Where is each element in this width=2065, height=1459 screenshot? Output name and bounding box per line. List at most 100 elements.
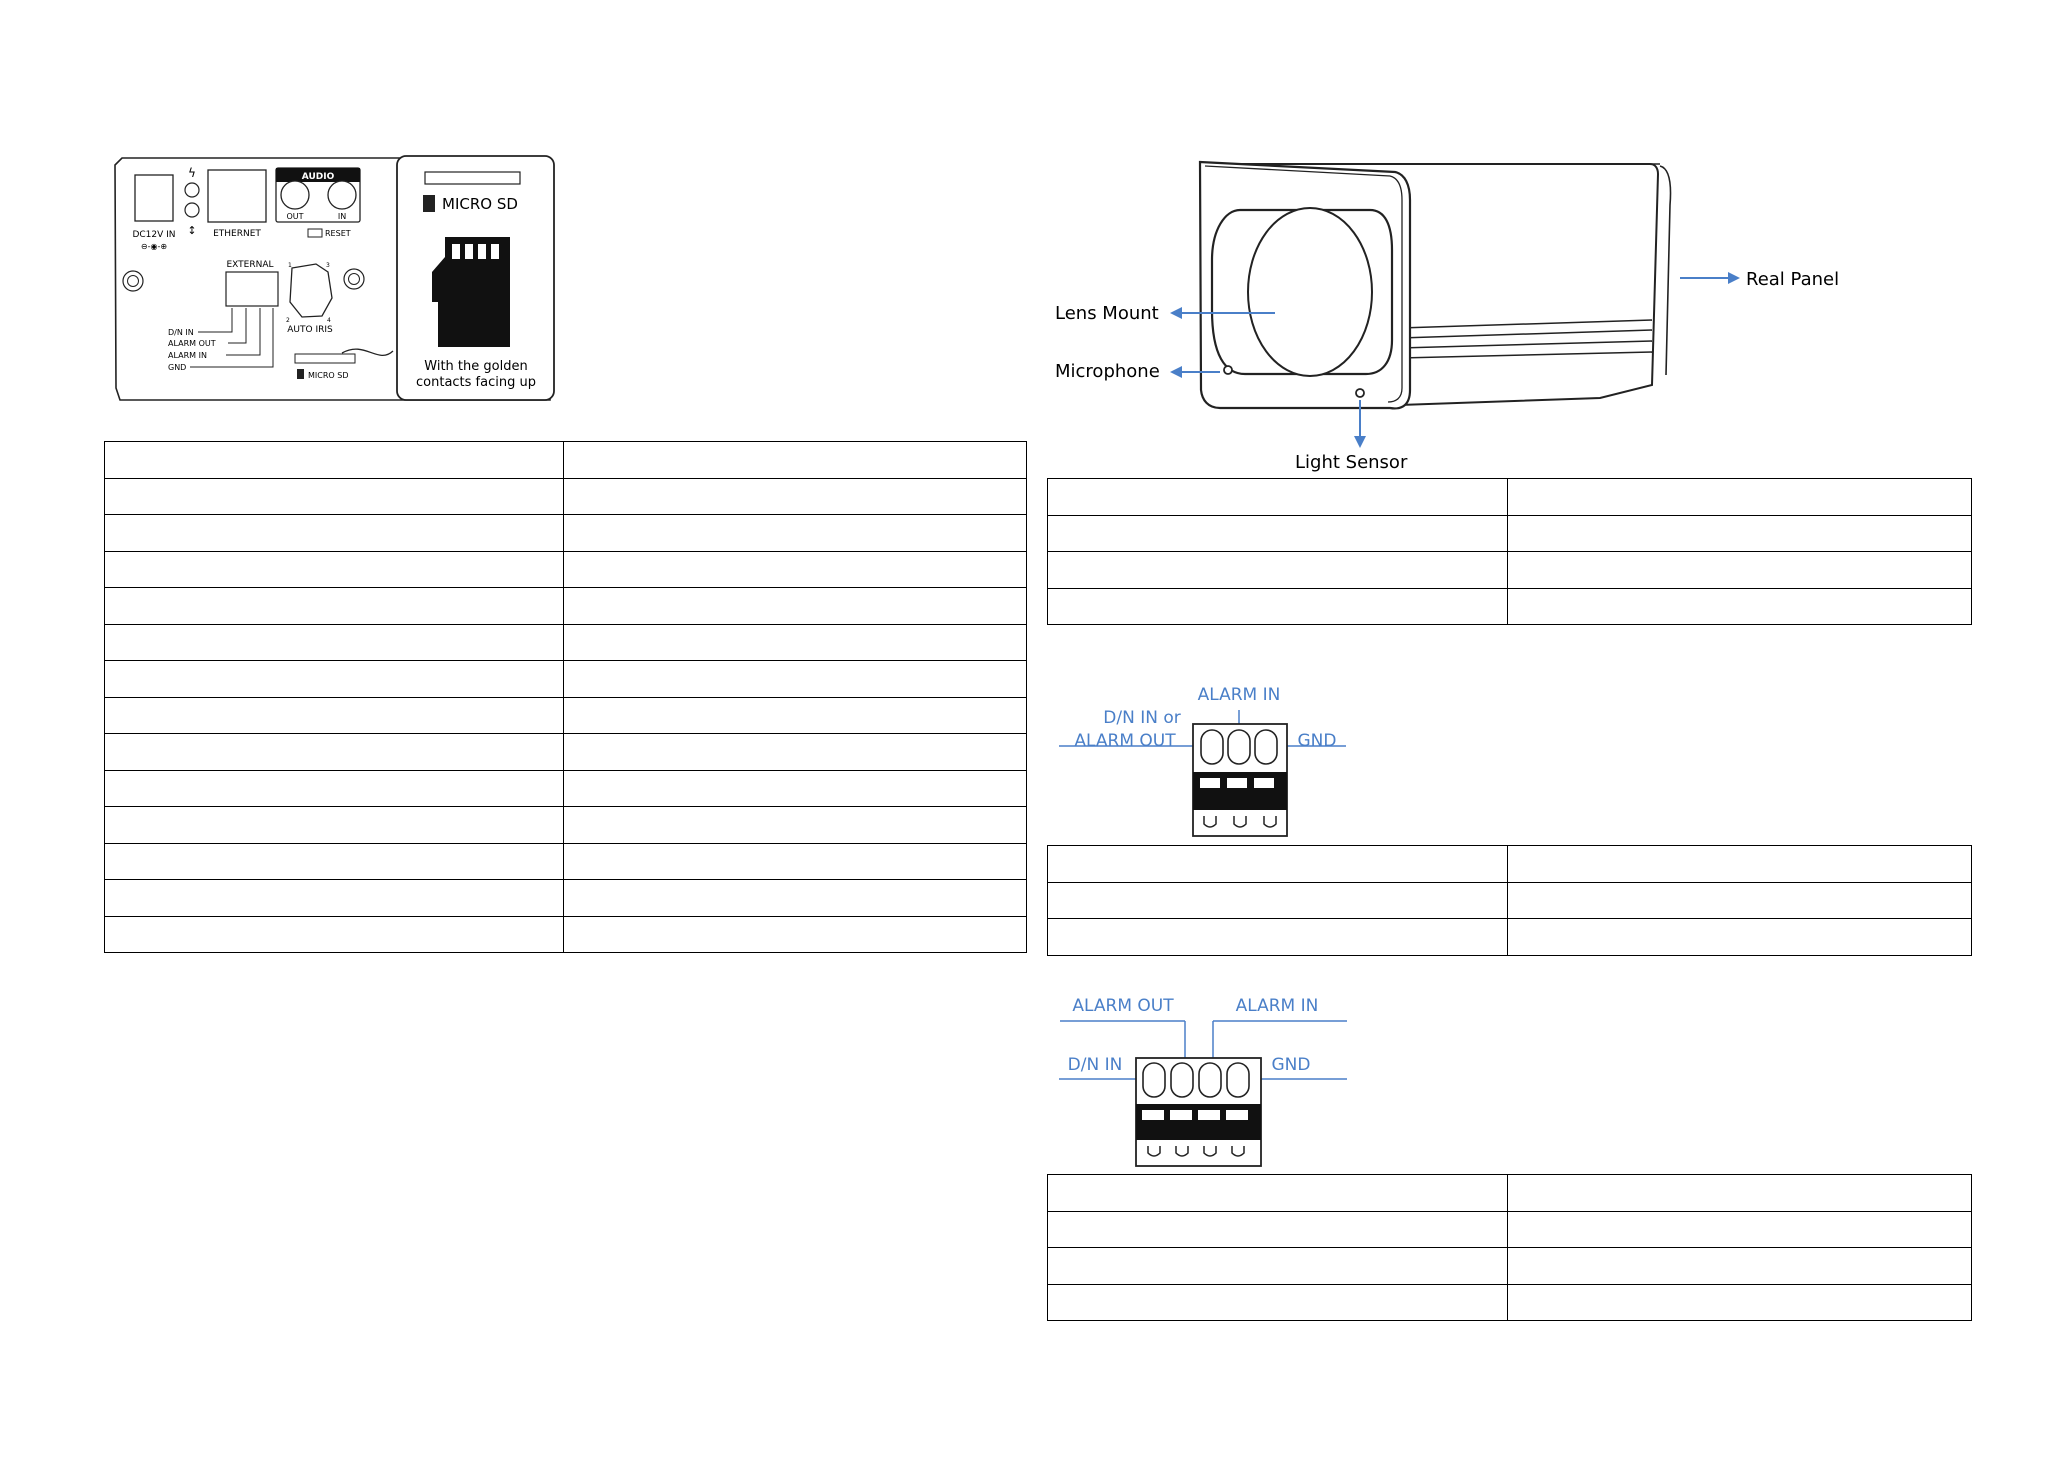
table-row	[104, 733, 1027, 771]
power-label: DC12V IN	[132, 230, 175, 240]
table-cell	[1047, 551, 1508, 589]
table-cell	[563, 477, 1027, 515]
table-cell	[563, 733, 1027, 771]
micro-sd-slot-label: MICRO SD	[308, 371, 348, 380]
power-polarity-icon: ⊖-◉-⊕	[141, 242, 167, 251]
table-cell	[104, 733, 564, 771]
dn-in-4pin-label: D/N IN	[1068, 1055, 1123, 1075]
alarm-in-3pin-label: ALARM IN	[1198, 685, 1281, 705]
microphone-label: Microphone	[1055, 361, 1160, 382]
terminal-4pin-diagram: ALARM OUT ALARM IN D/N IN GND	[1059, 996, 1347, 1167]
micro-sd-callout: MICRO SD With the golden contacts facing…	[396, 155, 555, 401]
table-cell	[1047, 1283, 1508, 1321]
table-cell	[563, 696, 1027, 734]
table-row	[104, 514, 1027, 552]
table-cell	[563, 806, 1027, 844]
table-cell	[563, 660, 1027, 698]
table-row	[1047, 478, 1972, 516]
table-cell	[104, 842, 564, 880]
pin-label-gnd: GND	[168, 363, 186, 372]
table-row	[1047, 845, 1972, 883]
table-cell	[104, 623, 564, 661]
table-cell	[563, 587, 1027, 625]
audio-label: AUDIO	[302, 172, 335, 182]
table-cell	[1047, 1210, 1508, 1248]
table-row	[1047, 514, 1972, 552]
gnd-4pin-label: GND	[1272, 1055, 1311, 1075]
table-cell	[1507, 845, 1972, 883]
auto-iris-label: AUTO IRIS	[287, 325, 333, 335]
right-table-top	[1047, 478, 1972, 625]
table-row	[104, 915, 1027, 953]
table-cell	[563, 879, 1027, 917]
alarm-out-4pin-label: ALARM OUT	[1072, 996, 1174, 1016]
table-cell	[563, 915, 1027, 953]
table-row	[1047, 551, 1972, 589]
audio-in-label: IN	[338, 212, 346, 221]
table-cell	[104, 769, 564, 807]
table-row	[104, 477, 1027, 515]
dn-in-or-label: D/N IN or	[1103, 708, 1180, 728]
table-cell	[104, 441, 564, 479]
sd-caption-line1: With the golden	[424, 359, 527, 374]
terminal-3pin-diagram: D/N IN or ALARM OUT ALARM IN GND	[1059, 685, 1346, 837]
link-led-icon: ↕	[187, 224, 196, 237]
table-row	[104, 587, 1027, 625]
table-cell	[104, 587, 564, 625]
table-row	[104, 879, 1027, 917]
iris-pin-3: 3	[326, 262, 330, 269]
alarm-out-3pin-label: ALARM OUT	[1074, 731, 1176, 751]
lens-mount-label: Lens Mount	[1055, 303, 1159, 324]
alarm-in-4pin-label: ALARM IN	[1236, 996, 1319, 1016]
table-row	[104, 842, 1027, 880]
table-cell	[104, 696, 564, 734]
table-cell	[1507, 1283, 1972, 1321]
table-cell	[104, 806, 564, 844]
table-cell	[1047, 587, 1508, 625]
table-cell	[104, 915, 564, 953]
camera-diagram: Lens Mount Microphone Light Sensor Real …	[1055, 160, 1839, 473]
sd-caption-line2: contacts facing up	[416, 375, 536, 390]
table-cell	[104, 550, 564, 588]
table-row	[104, 769, 1027, 807]
light-sensor-label: Light Sensor	[1295, 452, 1408, 473]
iris-pin-4: 4	[327, 317, 331, 324]
table-row	[1047, 1283, 1972, 1321]
table-cell	[1507, 1247, 1972, 1285]
table-row	[1047, 587, 1972, 625]
table-cell	[563, 441, 1027, 479]
reset-label: RESET	[325, 229, 351, 238]
pin-label-dn-in: D/N IN	[168, 328, 194, 337]
external-label: EXTERNAL	[226, 260, 273, 270]
table-row	[104, 806, 1027, 844]
table-row	[104, 550, 1027, 588]
table-cell	[563, 842, 1027, 880]
table-row	[104, 696, 1027, 734]
table-row	[1047, 918, 1972, 956]
table-cell	[104, 660, 564, 698]
table-cell	[563, 769, 1027, 807]
table-cell	[1047, 845, 1508, 883]
gnd-3pin-label: GND	[1298, 731, 1337, 751]
right-table-mid	[1047, 845, 1972, 956]
table-row	[1047, 1174, 1972, 1212]
table-cell	[1507, 1210, 1972, 1248]
ethernet-label: ETHERNET	[213, 229, 261, 239]
table-cell	[563, 550, 1027, 588]
table-cell	[1507, 514, 1972, 552]
table-cell	[1047, 881, 1508, 919]
sd-callout-title: MICRO SD	[442, 195, 518, 213]
table-cell	[1047, 918, 1508, 956]
table-row	[104, 441, 1027, 479]
iris-pin-2: 2	[286, 317, 290, 324]
table-cell	[1507, 587, 1972, 625]
table-cell	[1047, 478, 1508, 516]
table-cell	[1507, 551, 1972, 589]
table-row	[1047, 1210, 1972, 1248]
pin-label-alarm-out: ALARM OUT	[168, 339, 216, 348]
table-row	[1047, 881, 1972, 919]
table-cell	[1047, 514, 1508, 552]
table-cell	[1507, 1174, 1972, 1212]
table-cell	[104, 514, 564, 552]
power-led-icon: ϟ	[188, 166, 196, 180]
